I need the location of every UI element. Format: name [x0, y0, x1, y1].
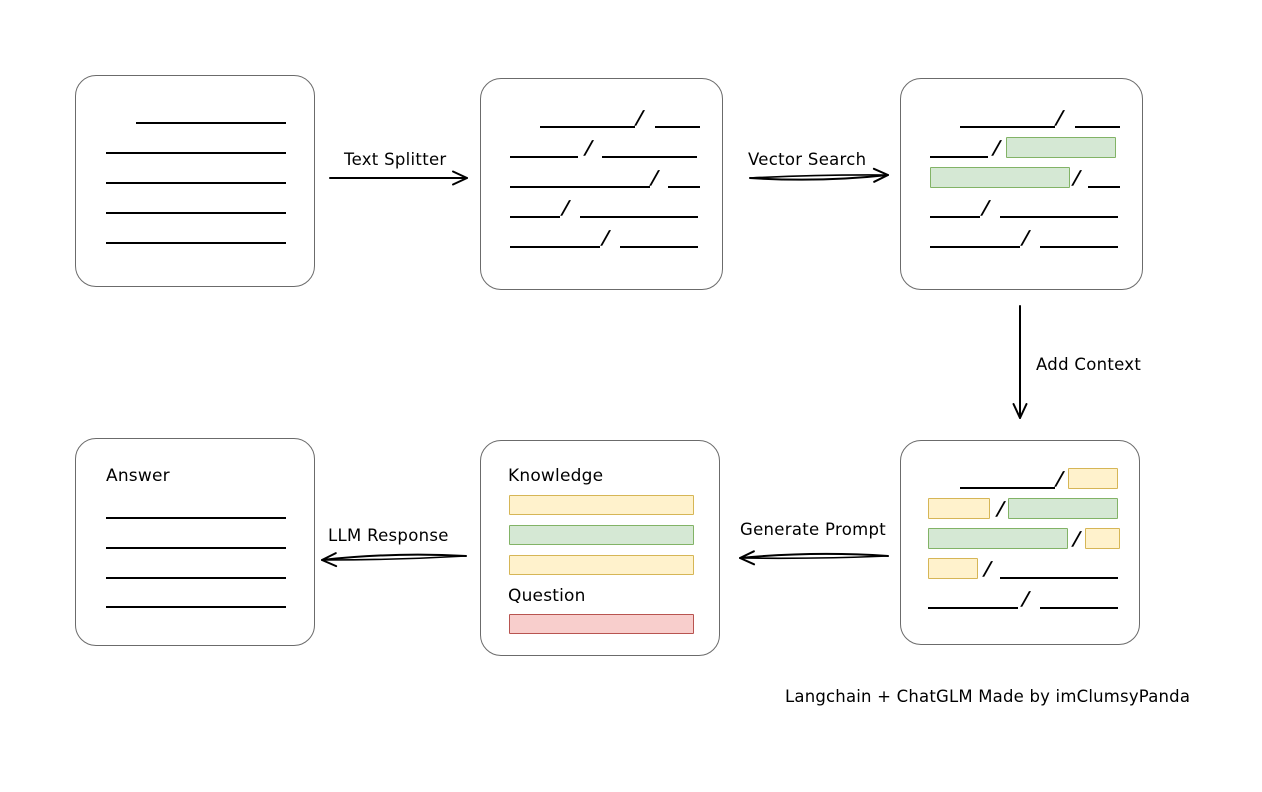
highlight-chip-yellow [1085, 528, 1120, 549]
doc-line [668, 186, 700, 188]
highlight-chip-yellow [928, 558, 978, 579]
doc-line [1040, 607, 1118, 609]
node-box-answer[interactable] [75, 438, 315, 646]
arrow-generate-prompt [739, 550, 889, 566]
arrow-label-generate-prompt: Generate Prompt [740, 520, 886, 539]
doc-line [106, 547, 286, 549]
doc-line [510, 246, 600, 248]
doc-line [930, 156, 988, 158]
highlight-chip-yellow [1068, 468, 1118, 489]
arrow-text-splitter [329, 170, 468, 186]
arrow-label-text-splitter: Text Splitter [344, 150, 447, 169]
node-box-split_chunks[interactable] [480, 78, 723, 290]
doc-line [540, 126, 635, 128]
doc-line [602, 156, 697, 158]
highlight-chip-green [1008, 498, 1118, 519]
doc-line [1000, 216, 1118, 218]
arrow-add-context [1012, 305, 1028, 419]
box-label-answer: Answer [106, 466, 170, 486]
prompt-bar-green [509, 525, 694, 545]
doc-line [510, 216, 560, 218]
arrow-label-llm-response: LLM Response [328, 526, 449, 545]
node-box-source_document[interactable] [75, 75, 315, 287]
doc-line [106, 577, 286, 579]
highlight-chip-yellow [928, 498, 990, 519]
prompt-bar-red [509, 614, 694, 634]
footer-credit: Langchain + ChatGLM Made by imClumsyPand… [785, 687, 1191, 706]
doc-line [106, 152, 286, 154]
arrow-llm-response [321, 552, 467, 568]
section-label: Question [508, 586, 586, 606]
arrow-label-vector-search: Vector Search [748, 150, 867, 169]
doc-line [106, 242, 286, 244]
doc-line [106, 606, 286, 608]
doc-line [1040, 246, 1118, 248]
doc-line [620, 246, 698, 248]
section-label: Knowledge [508, 466, 604, 486]
doc-line [1088, 186, 1120, 188]
doc-line [930, 246, 1020, 248]
doc-line [106, 182, 286, 184]
doc-line [1075, 126, 1120, 128]
doc-line [930, 216, 980, 218]
doc-line [106, 517, 286, 519]
doc-line [928, 607, 1018, 609]
doc-line [1000, 577, 1118, 579]
doc-line [580, 216, 698, 218]
highlight-chip-green [928, 528, 1068, 549]
arrow-vector-search [749, 167, 889, 183]
prompt-bar-yellow [509, 555, 694, 575]
doc-line [655, 126, 700, 128]
doc-line [960, 487, 1055, 489]
doc-line [960, 126, 1055, 128]
highlight-chip-green [930, 167, 1070, 188]
highlight-chip-green [1006, 137, 1116, 158]
doc-line [510, 156, 578, 158]
doc-line [106, 212, 286, 214]
doc-line [136, 122, 286, 124]
prompt-bar-yellow [509, 495, 694, 515]
doc-line [510, 186, 650, 188]
arrow-label-add-context: Add Context [1036, 355, 1142, 374]
